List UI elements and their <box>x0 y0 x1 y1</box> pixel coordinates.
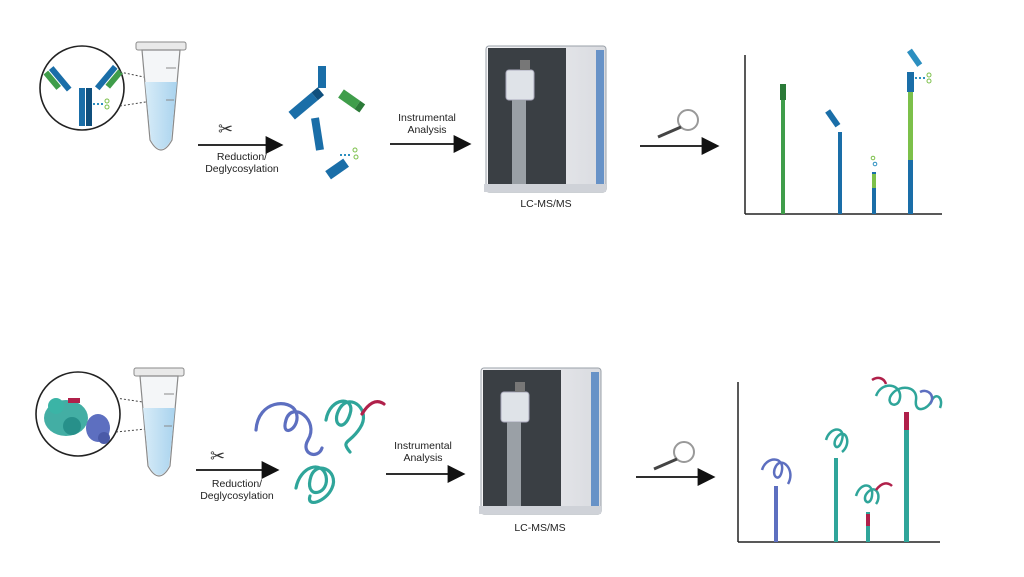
sample-tube-icon <box>135 41 187 151</box>
reduction-label-2: Reduction/ Deglycosylation <box>194 478 280 502</box>
lcmsms-instrument-icon <box>484 45 607 193</box>
scissors-icon: ✂ <box>218 119 233 139</box>
instrument-label-2: LC-MS/MS <box>514 522 566 534</box>
reduction-label-2-line2: Deglycosylation <box>200 490 274 502</box>
lcmsms-instrument-icon-2 <box>479 367 602 515</box>
protein-structure-icon <box>44 398 110 444</box>
reduction-label-2-line1: Reduction/ <box>211 478 263 490</box>
reduction-label-line2: Deglycosylation <box>205 163 279 175</box>
magnifier-icon-2 <box>653 441 695 471</box>
protein-zoom-circle <box>35 371 157 457</box>
analysis-label: Instrumental Analysis <box>386 112 468 136</box>
sample-tube-icon-2 <box>133 367 185 477</box>
instrument-label: LC-MS/MS <box>520 198 572 210</box>
antibody-fragments-icon <box>288 66 366 180</box>
magnifier-icon <box>657 109 699 139</box>
analysis-label-2: Instrumental Analysis <box>382 440 464 464</box>
reduction-label-line1: Reduction/ <box>216 151 268 163</box>
row-antibody: ✂ <box>39 41 942 215</box>
analysis-label-line1: Instrumental <box>398 112 456 124</box>
antibody-zoom-circle <box>39 45 159 131</box>
analysis-label-2-line2: Analysis <box>403 452 443 464</box>
analysis-label-line2: Analysis <box>407 124 447 136</box>
scissors-icon-2: ✂ <box>210 446 225 466</box>
analysis-label-2-line1: Instrumental <box>394 440 452 452</box>
antibody-icon <box>43 64 123 126</box>
row-protein: ✂ <box>35 367 943 543</box>
spectrum-chart-antibody <box>744 48 942 215</box>
reduction-label: Reduction/ Deglycosylation <box>200 151 284 175</box>
peptide-fragments-icon <box>254 399 386 505</box>
spectrum-chart-protein <box>737 376 943 543</box>
